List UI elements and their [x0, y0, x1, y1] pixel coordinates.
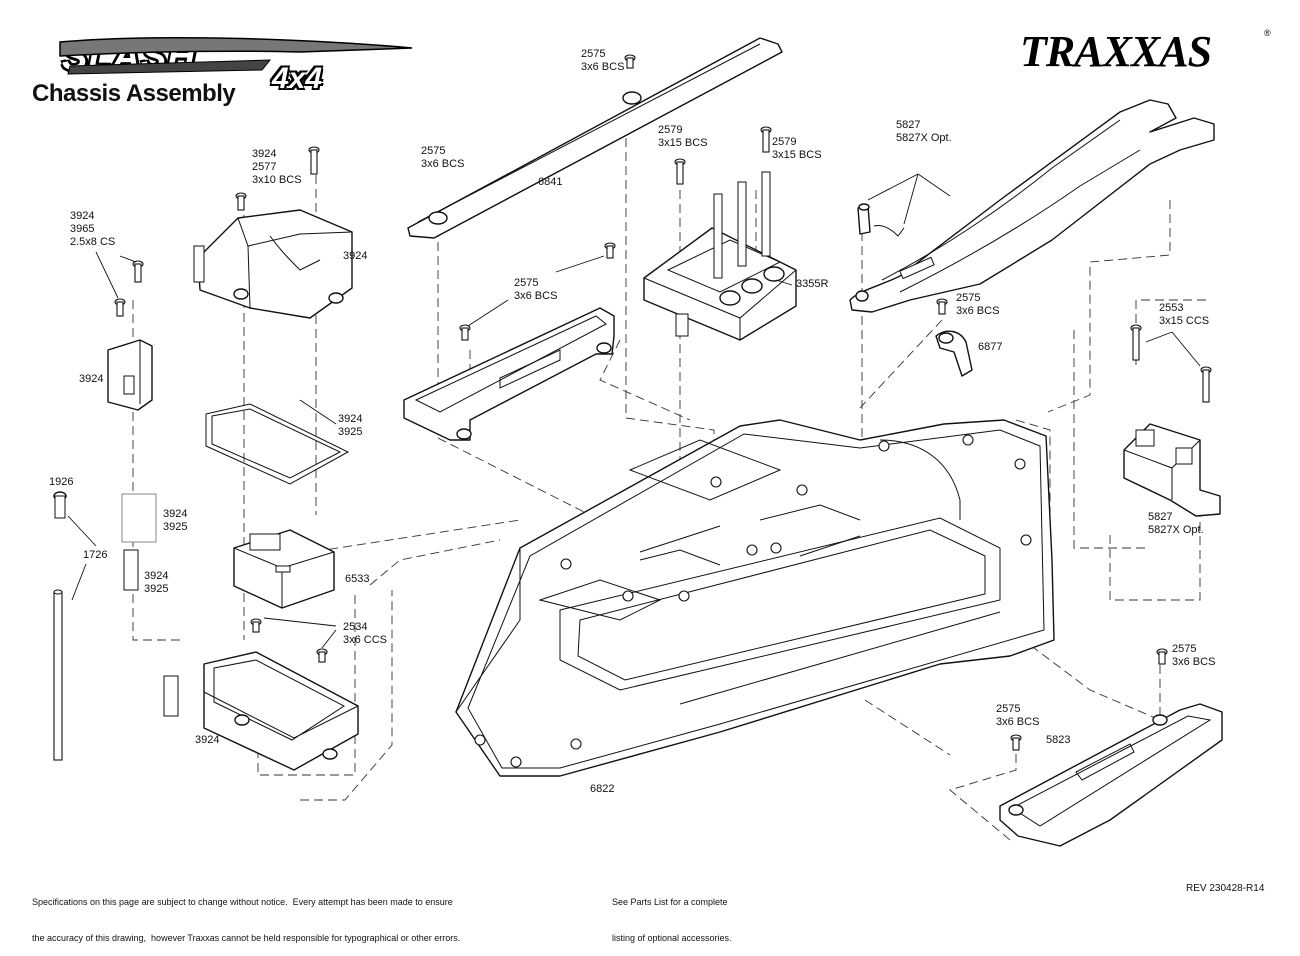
- callout-label: 5827: [1148, 511, 1173, 523]
- callout-label: 3924: [70, 210, 95, 222]
- receiver-6533: [233, 529, 335, 609]
- callout-label: 3x6 BCS: [514, 290, 558, 302]
- callout-label: 3924: [252, 148, 277, 160]
- callout-label: 3x6 BCS: [421, 158, 465, 170]
- callout-label: 3355R: [796, 278, 829, 290]
- callout-label: 3x15 BCS: [658, 137, 708, 149]
- loose-screws: [114, 54, 1212, 751]
- battery-mount-5827: [1123, 423, 1221, 517]
- chassis-brace-6841: [407, 37, 783, 239]
- antenna-tube-1726: [53, 491, 67, 761]
- disclaimer-text: Specifications on this page are subject …: [32, 897, 453, 907]
- receiver-seals: [121, 493, 157, 591]
- leader-lines: [67, 173, 1201, 649]
- callout-label: 5827X Opt.: [896, 132, 952, 144]
- callout-label: 2579: [658, 124, 683, 136]
- registered-mark: ®: [1264, 28, 1271, 38]
- callout-label: 3925: [338, 426, 363, 438]
- callout-label: 2553: [1159, 302, 1184, 314]
- parts-list-note: See Parts List for a complete: [612, 897, 728, 907]
- callout-label: 2.5x8 CS: [70, 236, 116, 248]
- callout-label: 3965: [70, 223, 95, 235]
- callout-label: 3925: [144, 583, 169, 595]
- slash-logo-swoosh: [59, 36, 413, 75]
- callout-label: 2575: [996, 703, 1021, 715]
- callout-label: 3x6 BCS: [996, 716, 1040, 728]
- esc-3355r: [643, 171, 797, 341]
- exploded-diagram: .part { fill: #fff; stroke: #111; stroke…: [53, 36, 1223, 847]
- callout-label: 6877: [978, 341, 1003, 353]
- callout-label: 3924: [343, 250, 368, 262]
- callout-label: 2575: [1172, 643, 1197, 655]
- callout-label: 1726: [83, 549, 108, 561]
- callout-label: 2575: [421, 145, 446, 157]
- callout-label: 3924: [195, 734, 220, 746]
- callout-label: 3x6 BCS: [581, 61, 625, 73]
- callout-label: 1926: [49, 476, 74, 488]
- callout-label: 3x15 BCS: [772, 149, 822, 161]
- antenna-mount-3924: [107, 339, 153, 411]
- callout-label: 3924: [144, 570, 169, 582]
- callout-label: 2575: [581, 48, 606, 60]
- callout-label: 3924: [338, 413, 363, 425]
- revision-code: REV 230428-R14: [1186, 883, 1265, 894]
- callout-label: 2534: [343, 621, 368, 633]
- receiver-box-cover: [193, 209, 353, 319]
- disclaimer-text: the accuracy of this drawing, however Tr…: [32, 933, 461, 943]
- callout-label: 2575: [956, 292, 981, 304]
- rear-bumper-5823: [999, 703, 1223, 847]
- callout-label: 2575: [514, 277, 539, 289]
- callout-label: 3x15 CCS: [1159, 315, 1210, 327]
- receiver-gasket: [205, 403, 350, 485]
- callout-label: 3924: [79, 373, 104, 385]
- battery-hold-down-5827: [849, 99, 1215, 313]
- callout-label: 3x6 CCS: [343, 634, 388, 646]
- callout-label: 6822: [590, 783, 615, 795]
- callout-label: 5823: [1046, 734, 1071, 746]
- callout-label: 2579: [772, 136, 797, 148]
- callout-label: 3x6 BCS: [1172, 656, 1216, 668]
- callout-label: 3x6 BCS: [956, 305, 1000, 317]
- traxxas-logo: TRAXXAS: [1020, 27, 1212, 76]
- callout-label: 5827X Opt.: [1148, 524, 1204, 536]
- slash-logo-4x4: 4x4: [272, 62, 323, 95]
- battery-tray-left: [403, 307, 615, 441]
- callout-label: 6533: [345, 573, 370, 585]
- callout-label: 2577: [252, 161, 277, 173]
- callout-label: 3924: [163, 508, 188, 520]
- callout-label: 3925: [163, 521, 188, 533]
- callout-label: 6841: [538, 176, 563, 188]
- battery-clip-6877: [935, 330, 973, 377]
- receiver-box-base: [163, 651, 359, 771]
- main-chassis-6822: [455, 419, 1055, 777]
- parts-list-note: listing of optional accessories.: [612, 933, 732, 943]
- callout-label: 3x10 BCS: [252, 174, 302, 186]
- callout-label: 5827: [896, 119, 921, 131]
- page-title: Chassis Assembly: [32, 80, 236, 107]
